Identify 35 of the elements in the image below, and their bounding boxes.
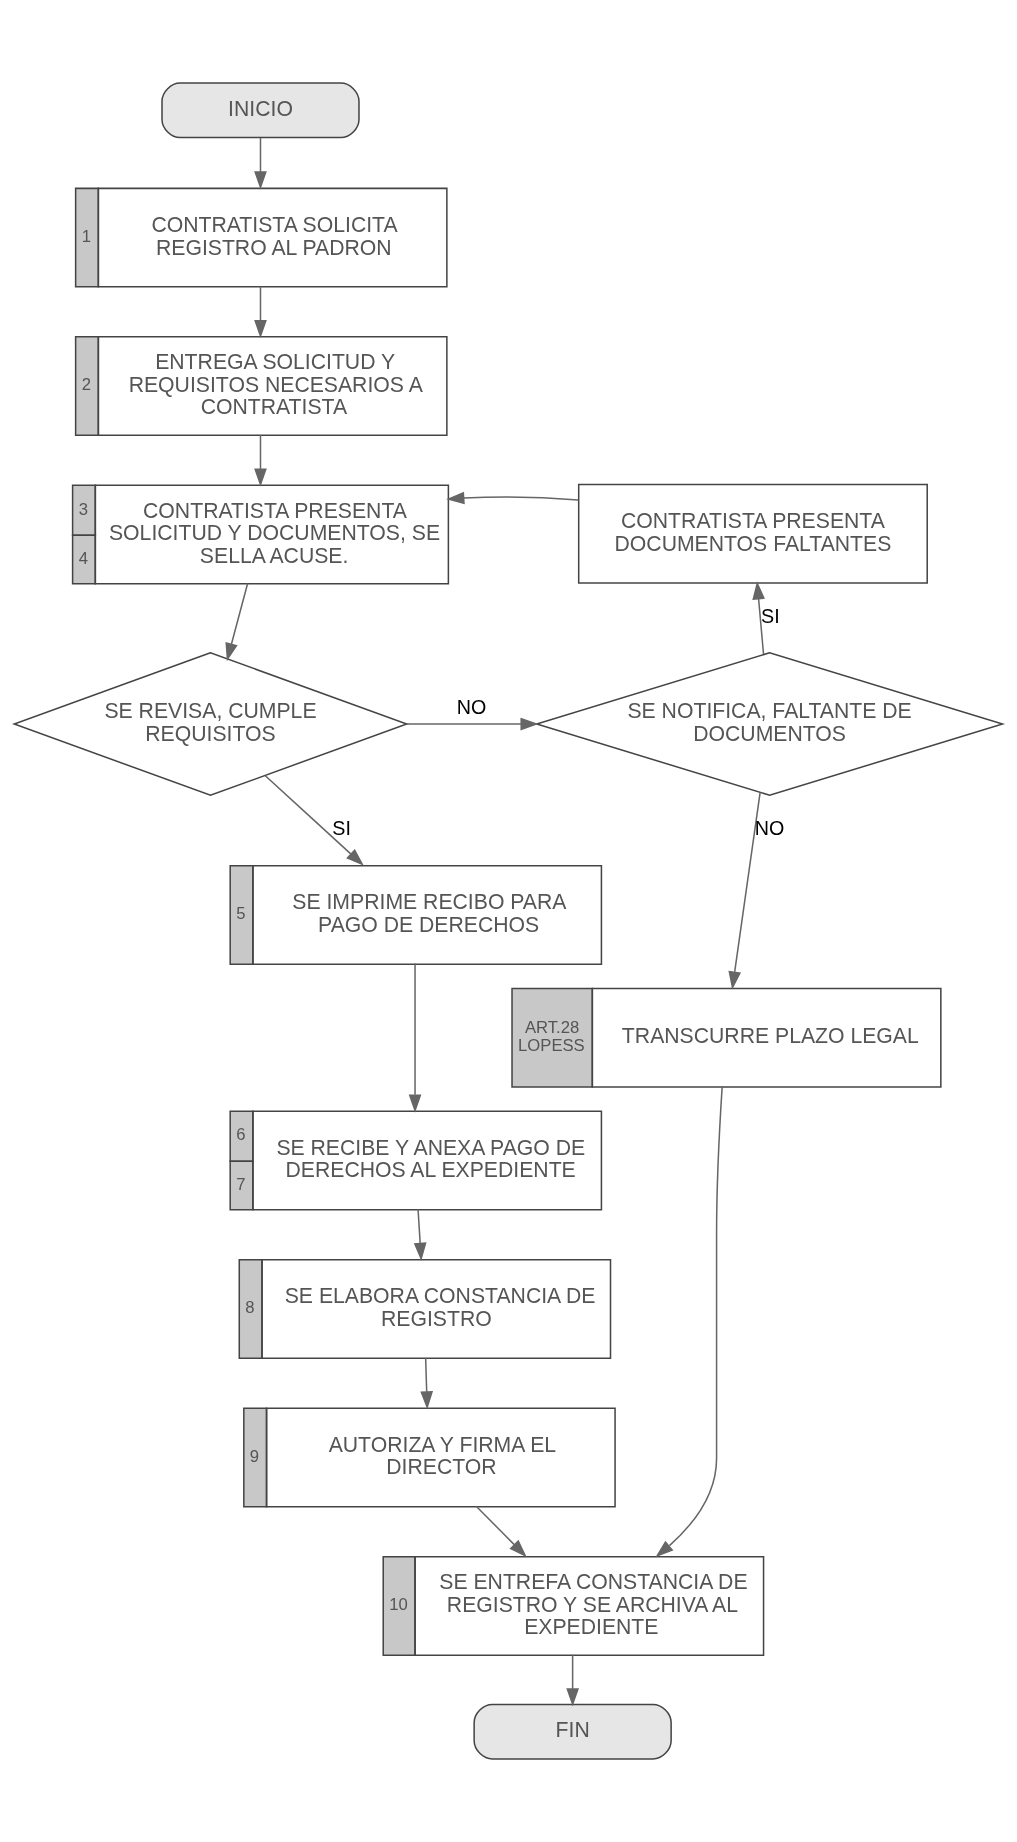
edge-label: NO: [456, 696, 487, 719]
node-label: 4: [78, 548, 88, 568]
node-label: 9: [249, 1446, 260, 1466]
node-label: 10: [389, 1595, 408, 1615]
node-box: INICIO: [161, 82, 360, 139]
arrow: [408, 962, 422, 1113]
node-label: 7: [236, 1174, 246, 1194]
arrow: [475, 1505, 527, 1558]
arrow: [406, 717, 539, 731]
node-label: 1: [81, 226, 91, 246]
arrow: [254, 434, 267, 487]
arrow: [420, 1356, 434, 1410]
edge-label: SI: [332, 817, 351, 840]
arrow: [446, 491, 579, 505]
node-label: 2: [81, 375, 91, 395]
node-label: 3: [78, 499, 88, 519]
node-label: 6: [236, 1125, 246, 1145]
node-diamond: SE NOTIFICA, FALTANTE DE DOCUMENTOS: [534, 652, 1006, 797]
node-box: FIN: [473, 1703, 672, 1760]
arrow: [655, 1085, 723, 1558]
edge-label: SI: [761, 605, 780, 628]
arrow: [752, 581, 765, 655]
node-box: CONTRATISTA PRESENTA DOCUMENTOS FALTANTES: [577, 483, 928, 584]
node-label: ART.28 LOPESS: [518, 1017, 585, 1056]
arrow: [225, 582, 249, 662]
node-label: 5: [236, 904, 246, 924]
arrow: [254, 137, 267, 190]
arrow: [728, 791, 761, 990]
node-label: 8: [245, 1298, 255, 1318]
node-diamond: SE REVISA, CUMPLE REQUISITOS: [12, 652, 409, 797]
edge-label: NO: [754, 817, 785, 840]
arrow: [566, 1654, 579, 1707]
arrow: [413, 1208, 427, 1261]
arrow: [264, 774, 364, 866]
arrow: [254, 285, 267, 339]
